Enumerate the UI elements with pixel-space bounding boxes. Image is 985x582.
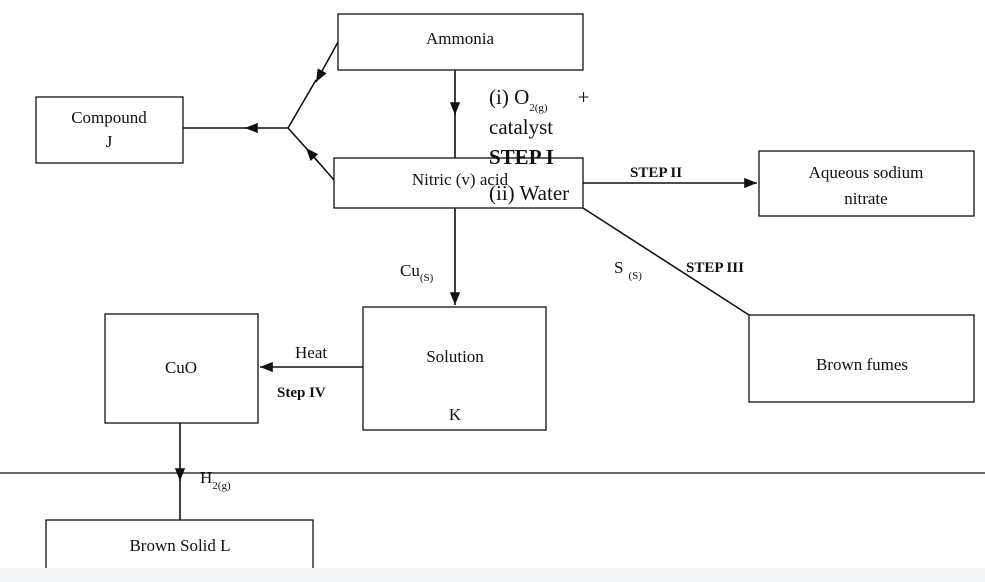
cu-reagent-label: Cu(S): [400, 261, 434, 284]
compound-j-letter: J: [106, 132, 113, 151]
arrow-nitric-branch: [305, 147, 321, 165]
arrow-ammonia-branch: [315, 41, 339, 83]
bottom-bar: [0, 568, 985, 582]
s-reagent-label: S(S): [614, 258, 642, 282]
step-i-reagent-2: (ii) Water: [489, 181, 569, 205]
compound-j-label: Compound: [71, 108, 147, 127]
ammonia-label: Ammonia: [426, 29, 494, 48]
solution-label: Solution: [426, 347, 484, 366]
solution-letter: K: [449, 405, 462, 424]
box-brown-fumes: Brown fumes: [748, 314, 975, 403]
heat-label: Heat: [295, 343, 327, 362]
nitric-acid-label: Nitric (v) acid: [412, 170, 509, 189]
step-i-reagent-1: (i) O2(g)+: [489, 85, 589, 114]
box-ammonia: Ammonia: [337, 13, 584, 71]
h2-reagent-label: H2(g): [200, 468, 231, 492]
brown-solid-label: Brown Solid L: [129, 536, 230, 555]
box-aqueous-sodium-nitrate: Aqueous sodium nitrate: [758, 150, 975, 217]
step-ii-label: STEP II: [630, 165, 682, 181]
line-ammonia-branch: [287, 79, 317, 129]
cuo-label: CuO: [165, 358, 197, 377]
box-brown-solid-l: Brown Solid L: [45, 519, 314, 582]
step-i-title: STEP I: [489, 145, 554, 169]
box-nitric-acid: Nitric (v) acid: [333, 157, 584, 209]
box-cuo: CuO: [104, 313, 259, 424]
box-compound-j: Compound J: [35, 96, 184, 164]
sodium-nitrate-label-1: Aqueous sodium: [809, 163, 924, 182]
step-i-catalyst: catalyst: [489, 115, 553, 139]
box-solution-k: Solution K: [362, 306, 547, 431]
line-step-iii: [582, 207, 750, 316]
line-branch-join: [287, 127, 307, 149]
step-iv-label: Step IV: [277, 385, 326, 401]
brown-fumes-label: Brown fumes: [816, 355, 908, 374]
sodium-nitrate-label-2: nitrate: [844, 189, 887, 208]
step-iii-label: STEP III: [686, 260, 744, 276]
